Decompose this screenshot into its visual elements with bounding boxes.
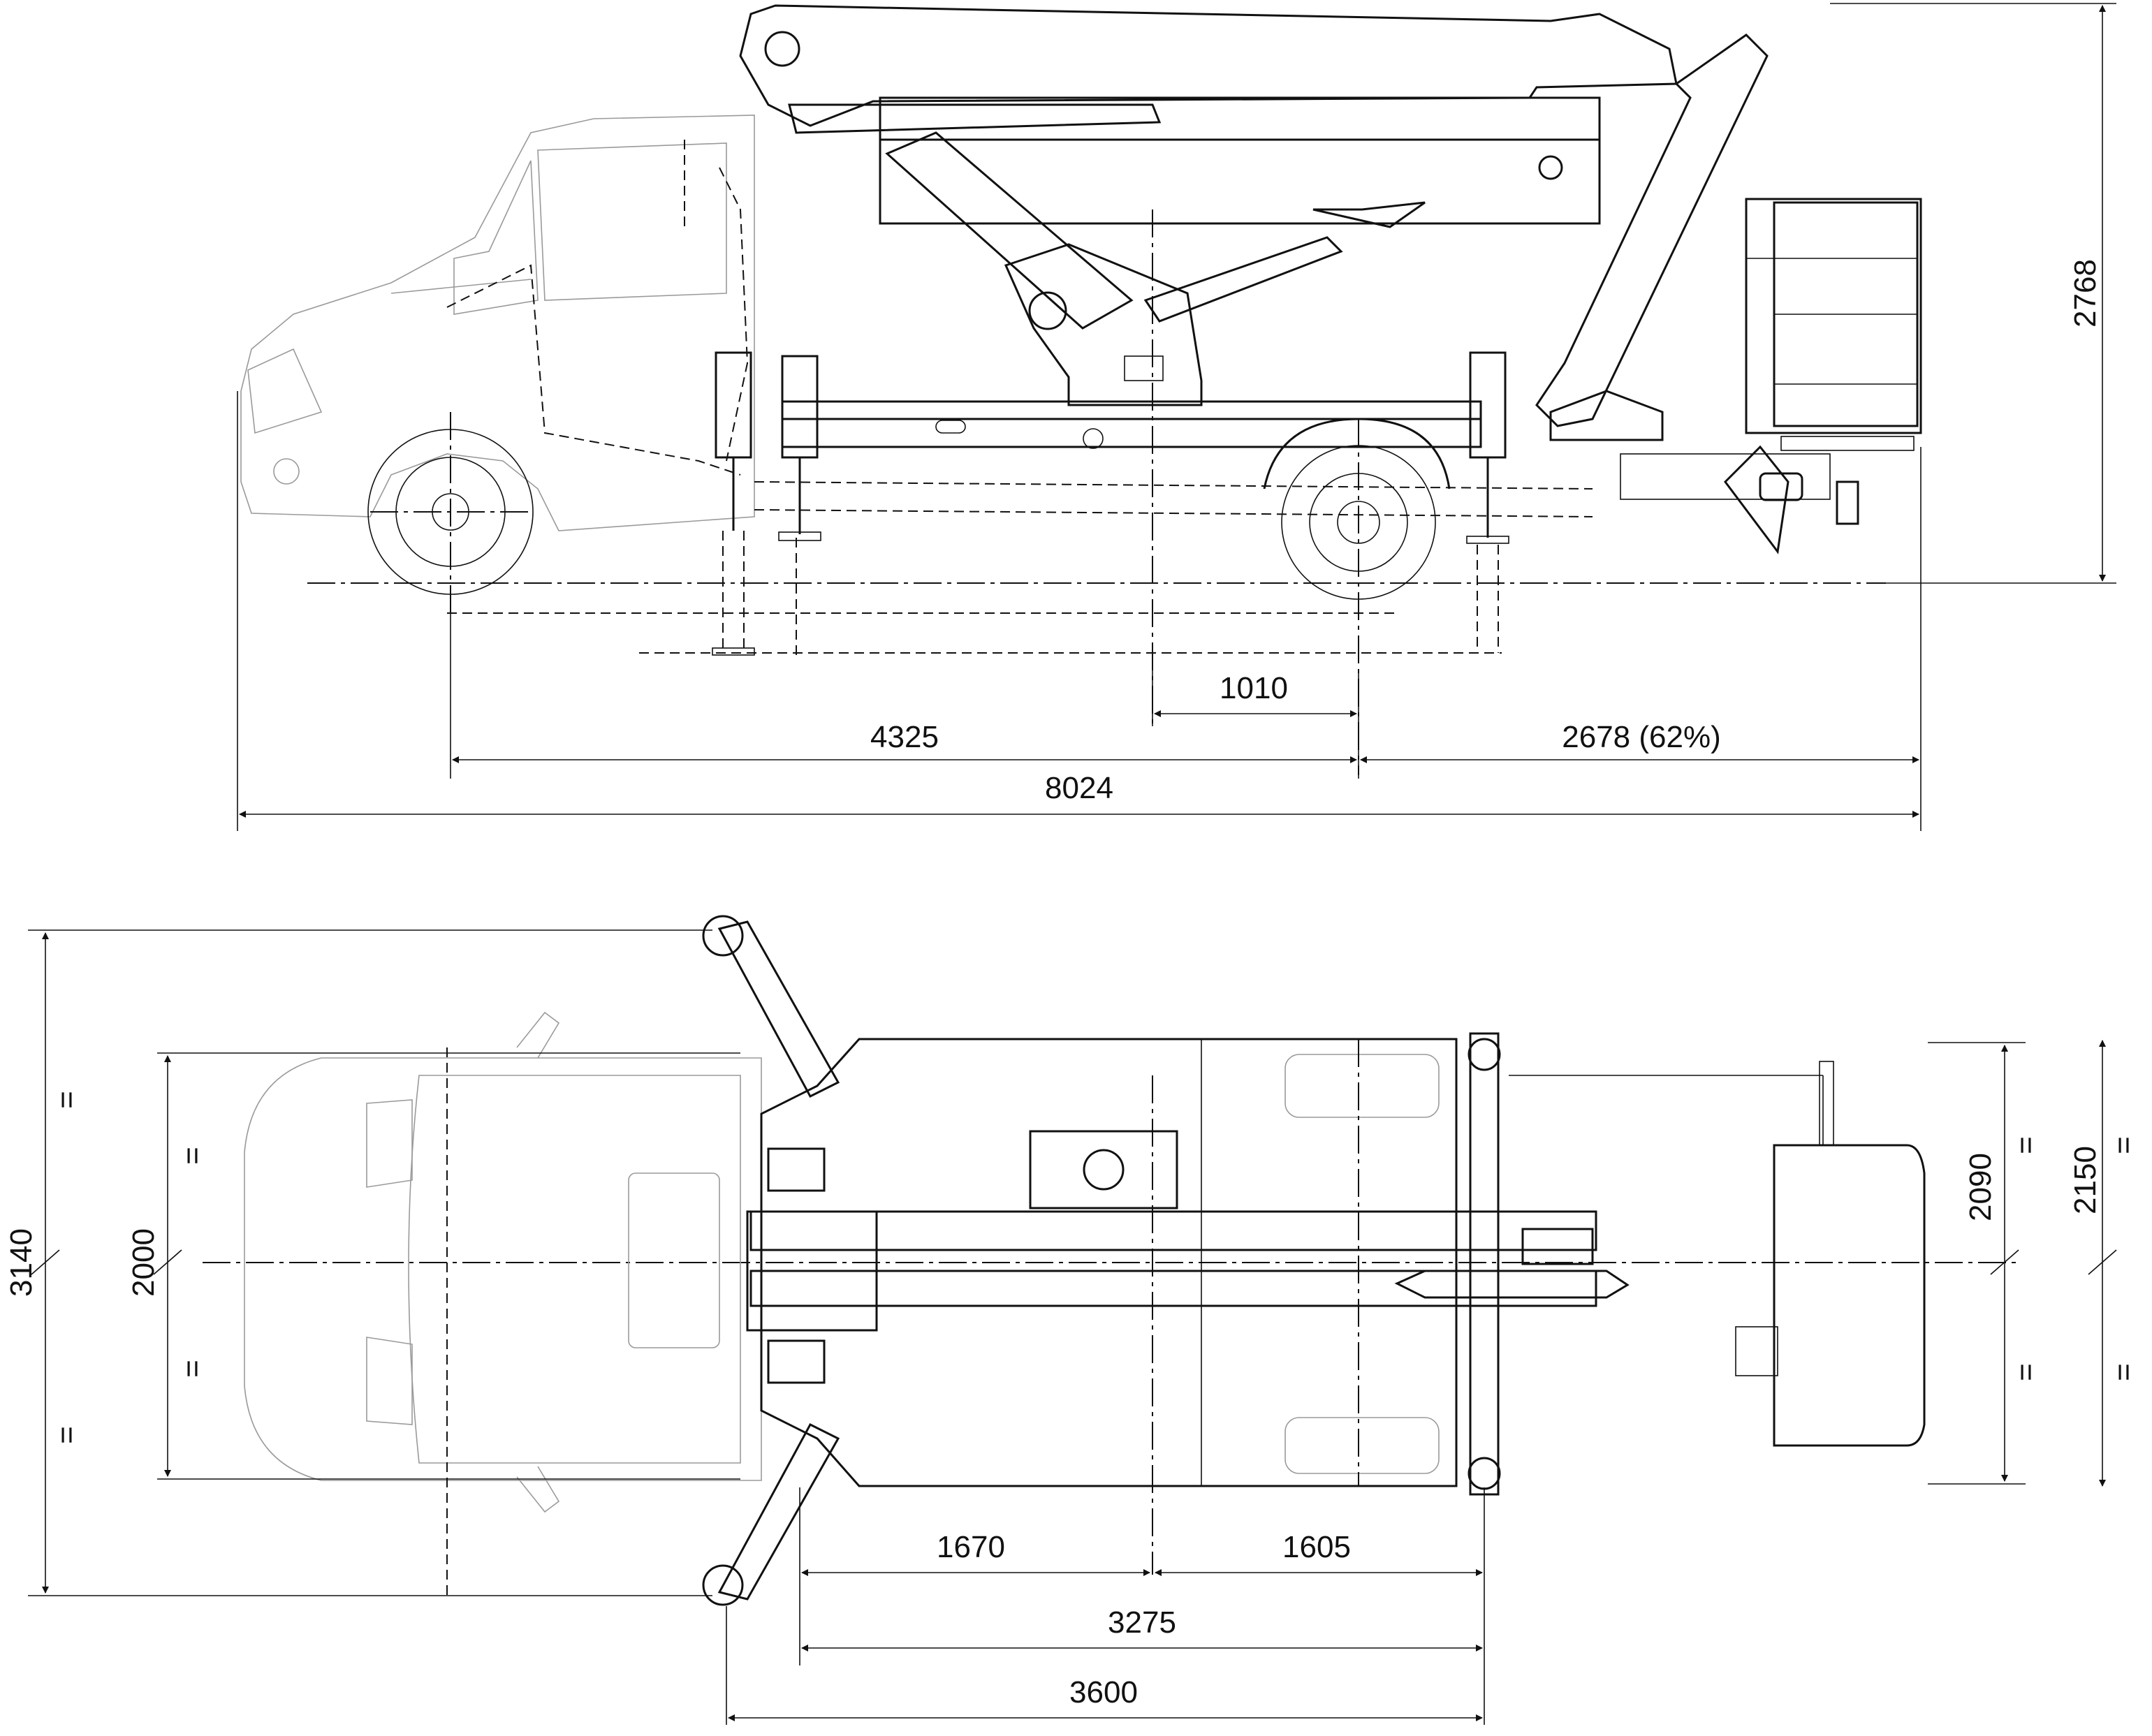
turntable-boom <box>739 4 1769 726</box>
equal-mark-right-outer-bottom: = <box>2107 1363 2141 1381</box>
outrigger-arms-top <box>702 915 1501 1606</box>
top-dim-2150 <box>2088 1040 2117 1487</box>
top-extension-lines <box>28 929 2026 1725</box>
side-view: 2768 1010 4325 2678 (62%) 8024 <box>237 3 2116 831</box>
van-cab-top <box>244 1011 762 1599</box>
top-dim-1605-label: 1605 <box>1282 1530 1351 1564</box>
equal-mark-left-outer-bottom: = <box>50 1426 84 1444</box>
van-cab <box>240 115 755 531</box>
equal-mark-left-outer-top: = <box>50 1091 84 1109</box>
top-dim-1670-label: 1670 <box>937 1530 1005 1564</box>
side-extension-lines <box>237 391 1922 831</box>
top-dim-2090-label: 2090 <box>1963 1153 1998 1221</box>
equal-mark-left-inner-bottom: = <box>175 1360 210 1378</box>
top-view: 3140 2000 2090 2150 = = = = = = = = 1670 <box>4 915 2141 1725</box>
basket-top <box>1509 1061 1926 1447</box>
equal-mark-right-outer-top: = <box>2107 1136 2141 1154</box>
top-dim-3275-label: 3275 <box>1108 1605 1176 1640</box>
equal-mark-right-inner-top: = <box>2009 1136 2043 1154</box>
side-height-label: 2768 <box>2068 259 2102 328</box>
top-dim-2000 <box>153 1055 182 1477</box>
side-basket <box>1724 198 1922 554</box>
side-dim-4325-label: 4325 <box>870 720 939 754</box>
top-dim-3600-label: 3600 <box>1069 1675 1138 1709</box>
top-dim-3140 <box>31 932 60 1594</box>
chassis-frame <box>754 400 1831 517</box>
chassis-top <box>760 1038 1458 1575</box>
turntable-top <box>1029 1130 1178 1209</box>
side-outriggers <box>712 351 1509 660</box>
height-dimension <box>1830 3 2116 584</box>
top-dim-2150-label: 2150 <box>2068 1146 2102 1214</box>
side-dim-2678-label: 2678 (62%) <box>1562 720 1720 754</box>
top-dim-2090 <box>1990 1045 2019 1482</box>
rear-wheel <box>1263 418 1451 775</box>
top-dim-3140-label: 3140 <box>4 1228 38 1297</box>
equal-mark-left-inner-top: = <box>175 1147 210 1165</box>
top-dim-2000-label: 2000 <box>126 1228 161 1297</box>
boom-top <box>746 1210 1630 1332</box>
ground-lines <box>307 582 1886 654</box>
side-dim-1010-label: 1010 <box>1220 671 1288 705</box>
equal-mark-right-inner-bottom: = <box>2009 1363 2043 1381</box>
front-wheel <box>367 412 534 615</box>
side-dim-8024-label: 8024 <box>1045 771 1113 805</box>
